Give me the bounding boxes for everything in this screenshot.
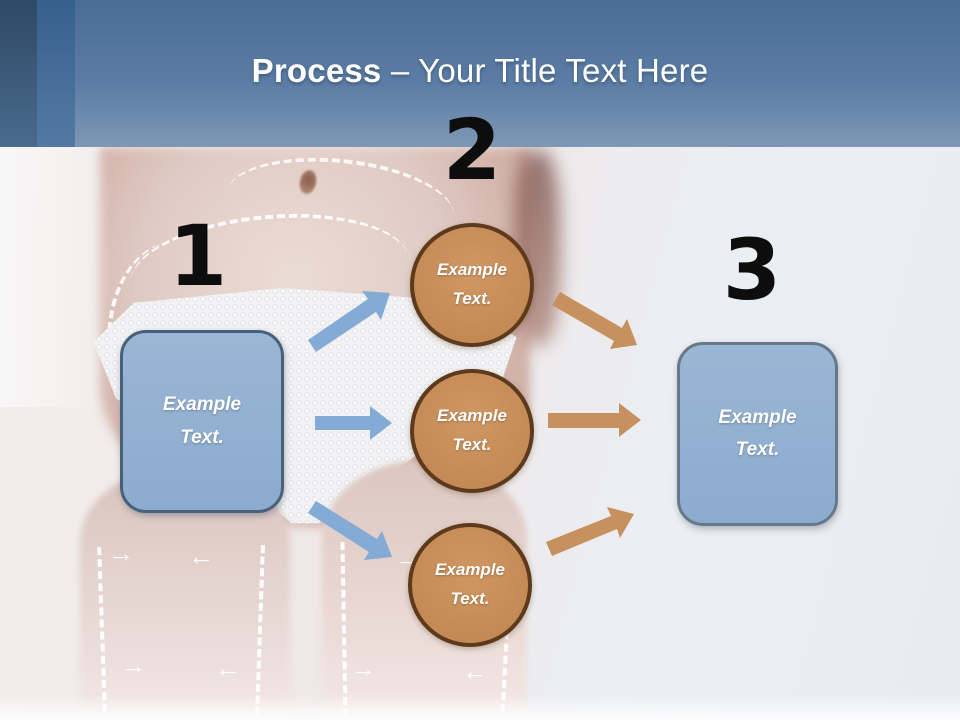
white-marking-arrow-icon: ← [215, 653, 241, 683]
process-box-left: Example Text. [120, 330, 284, 513]
slide-title-rest: – Your Title Text Here [381, 52, 709, 89]
process-circle-middle: Example Text. [410, 369, 534, 493]
process-box-right-label: Example Text. [718, 406, 797, 460]
photo-highlight [0, 147, 110, 407]
process-circle-middle-label: Example Text. [437, 406, 507, 454]
slide-title: Process – Your Title Text Here [0, 52, 960, 90]
step-number-1: 1 [168, 207, 228, 305]
process-circle-top: Example Text. [410, 223, 534, 347]
process-circle-top-label: Example Text. [437, 260, 507, 308]
process-circle-bottom: Example Text. [408, 523, 532, 647]
process-box-left-label: Example Text. [162, 394, 242, 448]
slide-title-lead: Process [251, 52, 382, 89]
step-number-3: 3 [722, 221, 782, 319]
step-number-2: 2 [442, 101, 502, 199]
accent-band-mid [37, 0, 75, 147]
white-marking-arrow-icon: ← [462, 656, 488, 686]
white-marking-arrow-icon: → [120, 650, 146, 680]
white-marking-arrow-icon: ← [188, 541, 214, 571]
photo-bottom-fade [0, 694, 960, 720]
slide-header: Process – Your Title Text Here [0, 0, 960, 147]
accent-band-dark [0, 0, 37, 147]
process-box-right: Example Text. [677, 342, 838, 526]
process-circle-bottom-label: Example Text. [435, 560, 505, 608]
white-marking-arrow-icon: → [108, 538, 134, 568]
white-marking-arrow-icon: → [350, 653, 376, 683]
